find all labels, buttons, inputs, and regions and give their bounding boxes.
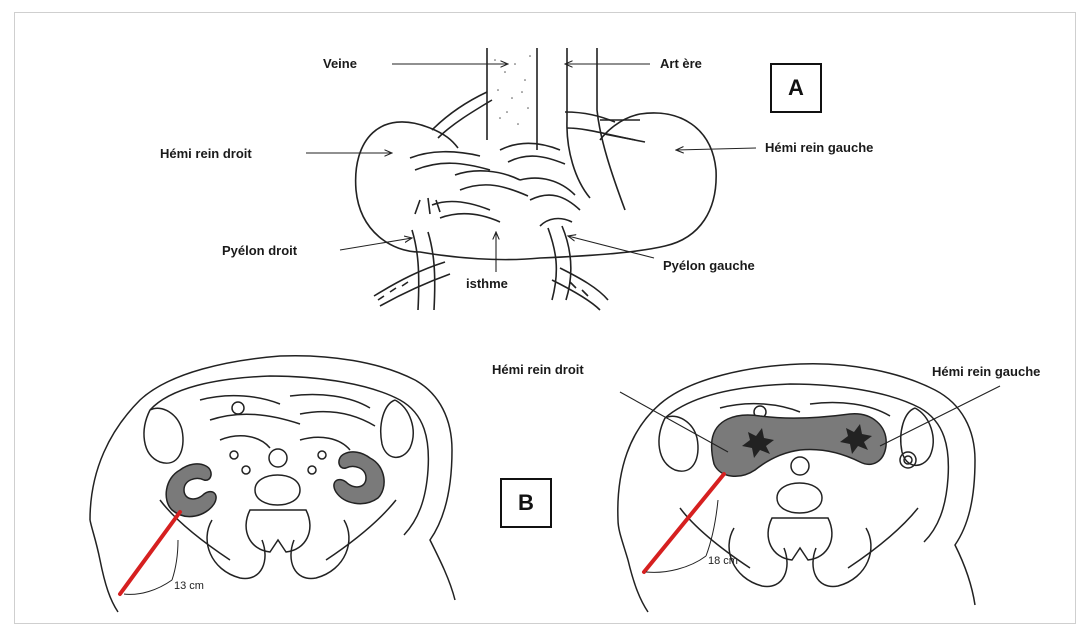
- vena-cava-stipple: [494, 55, 531, 125]
- left-section-kidneys: [166, 452, 384, 517]
- right-cross-section: [618, 364, 975, 612]
- label-isthme: isthme: [466, 276, 508, 291]
- label-b-hemi-rein-gauche: Hémi rein gauche: [932, 364, 1040, 379]
- label-b-hemi-rein-droit: Hémi rein droit: [492, 362, 584, 377]
- left-kidney-left-half: [334, 452, 384, 504]
- right-distance-label: 18 cm: [708, 555, 738, 567]
- left-cross-section: [90, 356, 455, 612]
- panel-b-badge: B: [500, 478, 552, 528]
- label-hemi-rein-gauche: Hémi rein gauche: [765, 140, 873, 155]
- label-pyelon-gauche: Pyélon gauche: [663, 258, 755, 273]
- left-distance-brace: [124, 540, 178, 594]
- label-hemi-rein-droit: Hémi rein droit: [160, 146, 252, 161]
- left-kidney-right-half: [166, 464, 216, 517]
- left-distance-label: 13 cm: [174, 580, 204, 592]
- label-veine: Veine: [323, 56, 357, 71]
- label-pyelon-droit: Pyélon droit: [222, 243, 297, 258]
- panel-a-badge: A: [770, 63, 822, 113]
- label-artere: Art ère: [660, 56, 702, 71]
- left-needle-tract: [120, 512, 180, 594]
- panel-a-leader-lines: [306, 64, 756, 272]
